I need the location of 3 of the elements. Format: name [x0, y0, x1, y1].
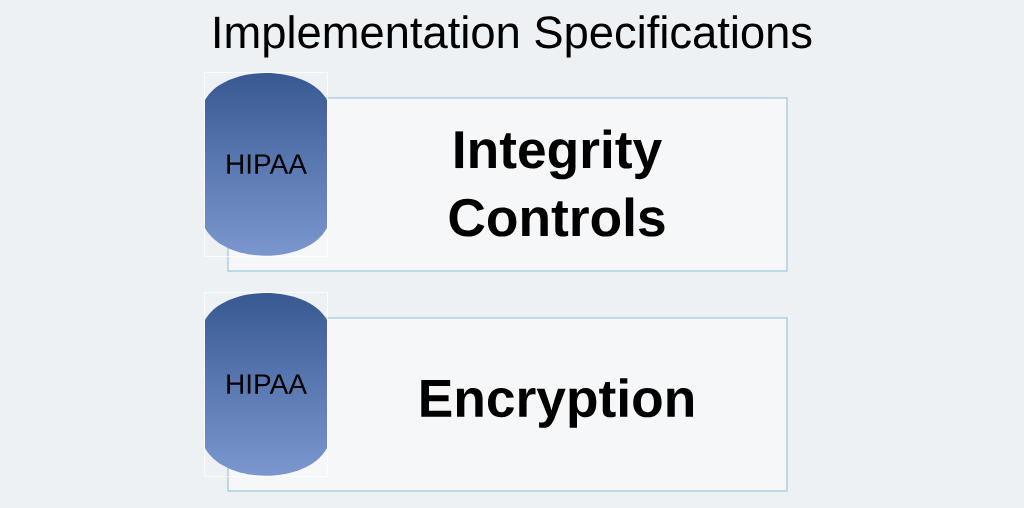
badge: HIPAA [204, 72, 328, 257]
title: Implementation Specifications [215, 15, 812, 58]
badge: HIPAA [204, 292, 328, 477]
